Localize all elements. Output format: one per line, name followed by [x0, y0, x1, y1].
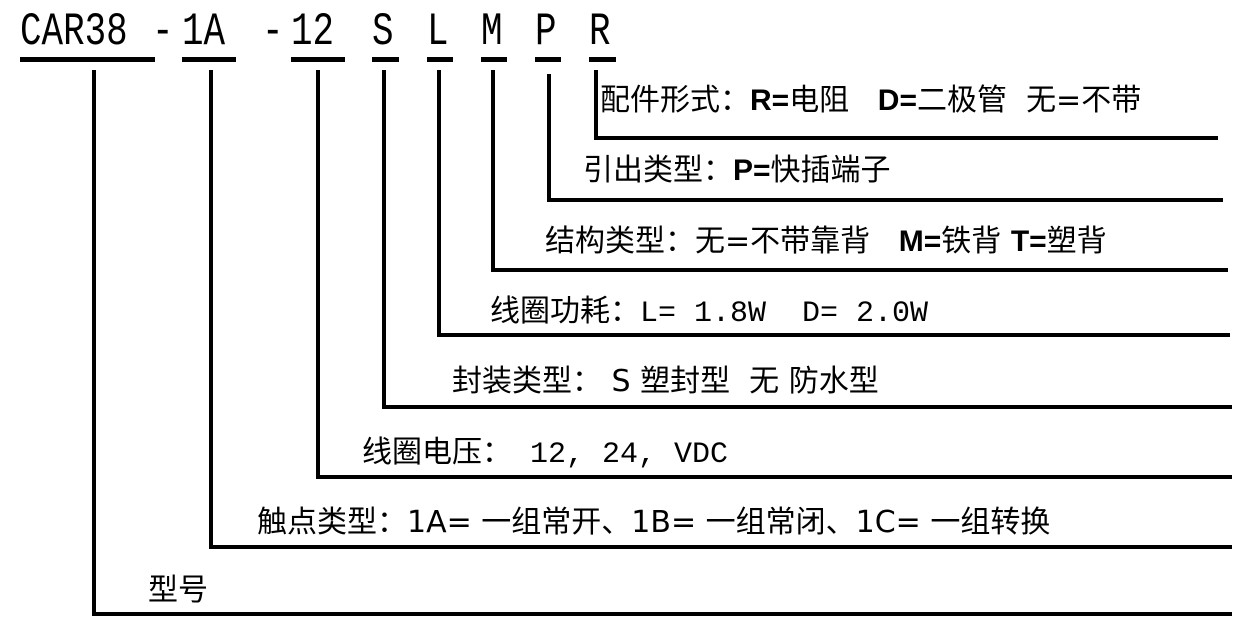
code-structure: M — [481, 6, 503, 58]
option-value: 无=不带靠背 — [695, 224, 871, 259]
leader-accessory — [594, 70, 598, 140]
underline-contact — [182, 57, 236, 62]
label-accessory: 配件形式：R=电阻 D=二极管 无=不带 — [600, 86, 1141, 116]
code-package: S — [372, 6, 394, 58]
option-key: M= — [898, 225, 942, 258]
leader-structure — [491, 70, 495, 272]
line-voltage — [316, 475, 1232, 479]
code-dash: - — [152, 6, 174, 58]
option-value: 塑背 — [1046, 224, 1107, 259]
label-title: 结构类型： — [545, 224, 695, 259]
label-structure: 结构类型：无=不带靠背 M=铁背 T=塑背 — [545, 227, 1107, 257]
line-package — [382, 405, 1232, 409]
label-title: 引出类型： — [583, 153, 733, 188]
option-value: 快插端子 — [770, 153, 891, 188]
leader-voltage — [316, 70, 320, 479]
code-terminal: P — [535, 6, 557, 58]
code-voltage: 12 — [291, 6, 335, 58]
option-key: D= — [877, 84, 917, 117]
label-value: 12, 24, VDC — [512, 438, 729, 472]
leader-model — [92, 70, 96, 616]
label-value: L= 1.8W D= 2.0W — [640, 297, 929, 331]
line-structure — [491, 268, 1228, 272]
underline-model — [20, 57, 155, 62]
label-value: S 塑封型 无 防水型 — [602, 364, 879, 399]
label-model: 型号 — [148, 576, 208, 606]
label-title: 封装类型： — [452, 364, 602, 399]
code-accessory: R — [589, 6, 611, 58]
label-voltage: 线圈电压： 12, 24, VDC — [362, 435, 729, 472]
option-key: R= — [750, 84, 790, 117]
code-model: CAR38 — [20, 6, 128, 58]
code-power: L — [427, 6, 449, 58]
line-model — [92, 612, 1232, 616]
underline-package — [372, 57, 399, 62]
label-title: 配件形式： — [600, 83, 750, 118]
underline-terminal — [535, 57, 561, 62]
leader-contact — [209, 70, 213, 549]
leader-package — [382, 70, 386, 409]
code-dash: - — [262, 6, 284, 58]
underline-structure — [481, 57, 507, 62]
label-title: 线圈功耗： — [490, 294, 640, 329]
option-key: P= — [733, 154, 771, 187]
line-accessory — [594, 136, 1218, 140]
option-value: 铁背 — [941, 224, 1002, 259]
line-terminal — [547, 198, 1223, 202]
code-contact: 1A — [182, 6, 226, 58]
option-key: 无= — [1026, 83, 1082, 118]
option-key: T= — [1010, 225, 1047, 258]
option-value: 二极管 — [916, 83, 1007, 118]
label-package: 封装类型： S 塑封型 无 防水型 — [452, 367, 879, 397]
option-value: 不带 — [1081, 83, 1142, 118]
label-terminal: 引出类型：P=快插端子 — [583, 156, 891, 186]
option-value: 电阻 — [789, 83, 850, 118]
leader-terminal — [547, 74, 551, 202]
leader-power — [437, 70, 441, 337]
label-title: 线圈电压： — [362, 435, 512, 470]
label-value: 1A= 一组常开、1B= 一组常闭、1C= 一组转换 — [407, 505, 1051, 540]
underline-accessory — [589, 57, 616, 62]
line-power — [437, 333, 1230, 337]
underline-voltage — [291, 57, 345, 62]
label-title: 触点类型： — [257, 505, 407, 540]
label-title: 型号 — [148, 573, 208, 608]
line-contact — [209, 545, 1232, 549]
label-contact: 触点类型：1A= 一组常开、1B= 一组常闭、1C= 一组转换 — [257, 508, 1050, 538]
underline-power — [427, 57, 453, 62]
label-power: 线圈功耗：L= 1.8W D= 2.0W — [490, 294, 929, 331]
